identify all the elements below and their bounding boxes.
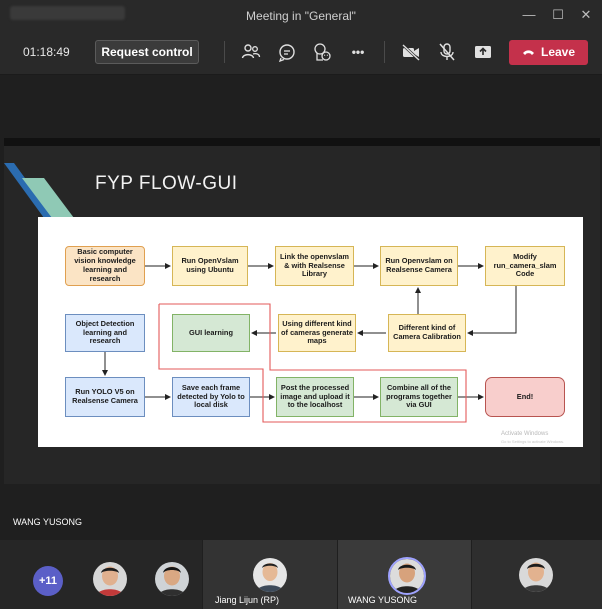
- flow-connectors: [102, 263, 517, 423]
- participant-tile-wang-yusong[interactable]: WANG YUSONG: [338, 540, 471, 609]
- phone-icon: [522, 40, 535, 65]
- flow-box-combine-gui: Combine all of the programs together via…: [380, 377, 458, 417]
- participant-tile-group[interactable]: +11: [0, 540, 202, 609]
- avatar[interactable]: [155, 562, 189, 596]
- window-title: Meeting in "General": [246, 9, 356, 23]
- flow-box-calibration: Different kind of Camera Calibration: [388, 314, 466, 352]
- participant-name: Jiang Lijun (RP): [215, 595, 280, 605]
- flow-box-object-detection: Object Detection learning and research: [65, 314, 145, 352]
- participant-tile-jiang-lijun[interactable]: Jiang Lijun (RP): [203, 540, 337, 609]
- participant-tile[interactable]: [472, 540, 602, 609]
- maximize-button[interactable]: ☐: [552, 7, 564, 22]
- camera-off-icon[interactable]: [400, 41, 422, 63]
- flow-box-gui-learning: GUI learning: [172, 314, 250, 352]
- request-control-button[interactable]: Request control: [95, 40, 199, 64]
- avatar[interactable]: [253, 558, 287, 592]
- reactions-icon[interactable]: [311, 41, 333, 63]
- participant-strip: +11 Jiang Lijun (RP) WANG YUSONG: [0, 537, 602, 609]
- leave-label: Leave: [540, 45, 576, 59]
- presenter-name-label: WANG YUSONG: [13, 517, 83, 527]
- flow-box-different-cameras: Using different kind of cameras generate…: [278, 314, 356, 352]
- flow-box-post-image: Post the processed image and upload it t…: [276, 377, 354, 417]
- flow-diagram: Basic computer vision knowledge learning…: [38, 217, 583, 447]
- avatar[interactable]: [388, 557, 426, 595]
- toolbar-divider: [384, 41, 385, 63]
- flow-box-save-frame: Save each frame detected by Yolo to loca…: [172, 377, 250, 417]
- chat-icon[interactable]: [276, 41, 298, 63]
- flow-box-modify-code: Modify run_camera_slam Code: [485, 246, 565, 286]
- title-bar: Meeting in "General" — ☐ ✕: [0, 0, 602, 30]
- slide-title: FYP FLOW-GUI: [95, 173, 238, 194]
- meeting-timer: 01:18:49: [23, 45, 70, 59]
- activate-windows-subtext: Go to Settings to activate Windows.: [501, 439, 565, 444]
- meeting-toolbar: 01:18:49 Request control ••• Leave: [0, 30, 602, 75]
- close-window-button[interactable]: ✕: [580, 7, 592, 22]
- toolbar-divider: [224, 41, 225, 63]
- flow-box-run-openvslam-realsense: Run Openvslam on Realsense Camera: [380, 246, 458, 286]
- mic-off-icon[interactable]: [436, 41, 458, 63]
- slide-decoration: [4, 163, 99, 223]
- people-icon[interactable]: [240, 41, 262, 63]
- flow-box-link-openvslam: Link the openvslam & with Realsense Libr…: [275, 246, 354, 286]
- participant-name: WANG YUSONG: [348, 595, 418, 605]
- flow-box-run-yolo: Run YOLO V5 on Realsense Camera: [65, 377, 145, 417]
- avatar[interactable]: [93, 562, 127, 596]
- activate-windows-watermark: Activate Windows: [501, 431, 549, 437]
- more-icon[interactable]: •••: [351, 45, 365, 59]
- presentation-slide: FYP FLOW-GUI: [4, 138, 600, 484]
- share-icon[interactable]: [472, 41, 494, 63]
- blurred-window-label: [10, 6, 125, 20]
- shared-screen-stage: FYP FLOW-GUI: [0, 75, 602, 537]
- flow-box-run-openvslam-ubuntu: Run OpenVslam using Ubuntu: [172, 246, 248, 286]
- avatar[interactable]: [519, 558, 553, 592]
- flow-box-end: End!: [485, 377, 565, 417]
- overflow-participants-badge[interactable]: +11: [33, 566, 63, 596]
- slide-top-band: [4, 138, 600, 146]
- minimize-button[interactable]: —: [522, 7, 536, 22]
- flow-box-basic-cv: Basic computer vision knowledge learning…: [65, 246, 145, 286]
- leave-button[interactable]: Leave: [509, 40, 588, 65]
